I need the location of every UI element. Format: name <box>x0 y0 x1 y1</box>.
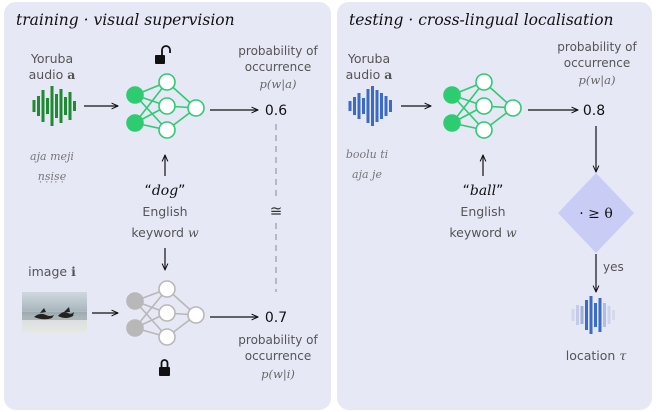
approx-equal-symbol: ≅ <box>270 202 283 220</box>
training-keyword-line2: keyword w <box>131 225 199 240</box>
audio-waveform-icon <box>32 86 76 126</box>
testing-keyword-line2: keyword w <box>449 225 517 240</box>
unlock-icon <box>155 45 171 64</box>
location-label: location τ <box>566 348 628 363</box>
training-prob-image-formula: p(w|i) <box>261 367 295 382</box>
training-prob-label-line1: probability of <box>238 44 318 58</box>
training-audio-label-line2: audio a <box>29 67 76 82</box>
training-prob-label-line2: occurrence <box>245 60 312 74</box>
testing-phrase-line1: boolu ti <box>346 148 388 161</box>
location-waveform-icon <box>571 296 615 334</box>
testing-keyword: “ball” <box>463 183 504 199</box>
yes-label: yes <box>603 260 624 274</box>
testing-prob-label-line1: probability of <box>557 40 637 54</box>
training-phrase-line2: ṇṣịṣẹ <box>38 170 67 183</box>
testing-phrase-line2: aja je <box>352 168 382 181</box>
training-prob-audio-formula: p(w|a) <box>260 77 297 92</box>
threshold-label: · ≥ θ <box>579 206 613 222</box>
training-prob2-label-line2: occurrence <box>245 349 312 363</box>
testing-keyword-line1: English <box>460 204 505 219</box>
lock-icon <box>159 359 170 376</box>
testing-prob-label-line2: occurrence <box>564 56 631 70</box>
training-keyword-line1: English <box>142 204 187 219</box>
testing-panel <box>337 2 652 410</box>
testing-prob-value: 0.8 <box>583 103 605 119</box>
training-audio-prob-value: 0.6 <box>265 103 287 119</box>
testing-audio-label: Yoruba <box>347 51 390 66</box>
training-image-prob-value: 0.7 <box>265 310 287 326</box>
training-audio-label: Yoruba <box>30 51 73 66</box>
neural-network-icon-test <box>443 73 522 139</box>
audio-waveform-icon-blue <box>348 86 392 126</box>
testing-title: testing · cross-lingual localisation <box>349 11 614 29</box>
threshold-diamond <box>558 173 634 253</box>
training-title: training · visual supervision <box>16 11 235 29</box>
training-prob2-label-line1: probability of <box>238 333 318 347</box>
neural-network-icon-image <box>126 280 205 346</box>
bird-photo <box>22 292 87 334</box>
testing-prob-formula: p(w|a) <box>579 73 616 88</box>
training-phrase-line1: aja meji <box>30 150 74 163</box>
training-keyword: “dog” <box>145 183 186 199</box>
testing-audio-label-line2: audio a <box>346 67 393 82</box>
neural-network-icon <box>126 73 205 139</box>
image-label: image i <box>28 264 76 279</box>
